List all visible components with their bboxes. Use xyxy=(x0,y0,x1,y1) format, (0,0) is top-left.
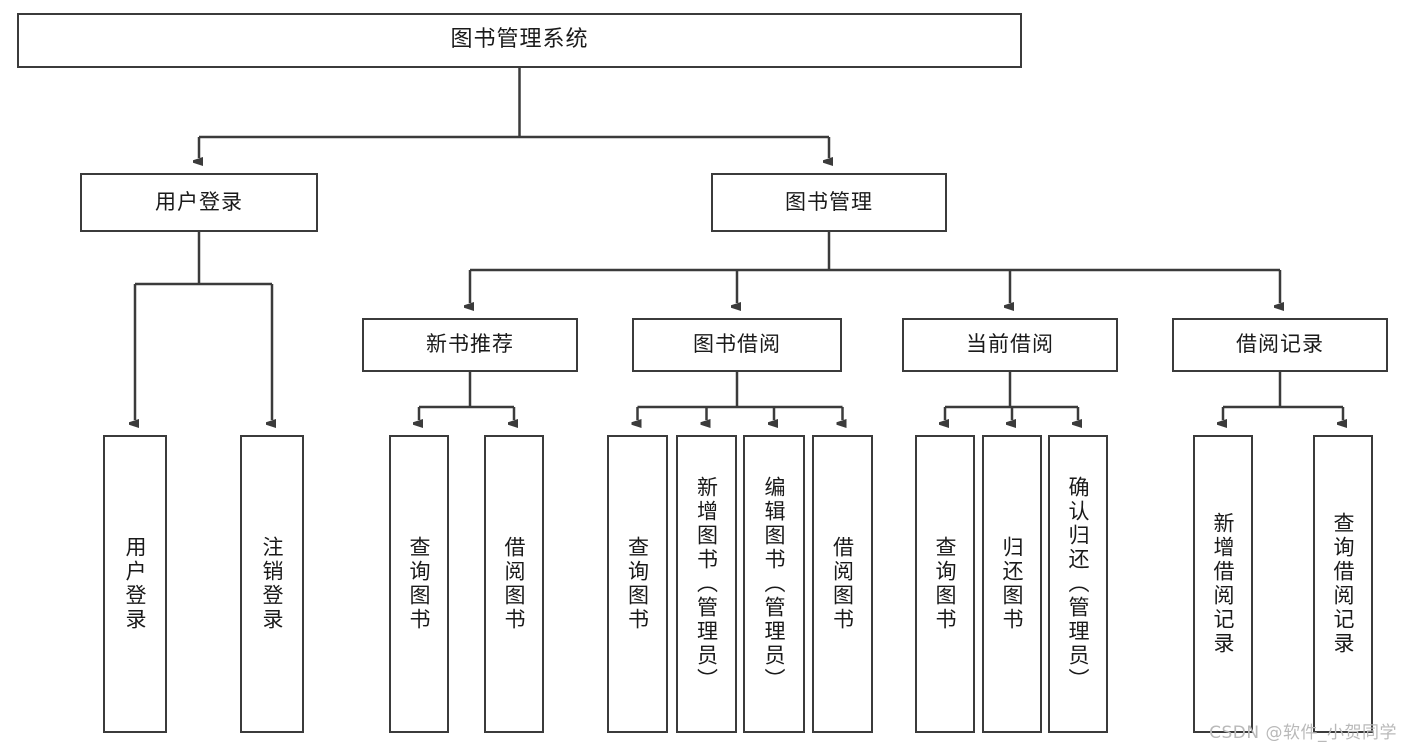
node-label: 用户登录 xyxy=(155,189,243,214)
node-leaf-confirm[interactable]: 确认归还（管理员） xyxy=(1048,435,1108,733)
node-leaf-q-rec[interactable]: 查询借阅记录 xyxy=(1313,435,1373,733)
node-label: 借阅记录 xyxy=(1236,332,1324,357)
node-label: 注销登录 xyxy=(260,536,285,632)
node-leaf-q-book-3[interactable]: 查询图书 xyxy=(915,435,975,733)
node-borrow-record[interactable]: 借阅记录 xyxy=(1172,318,1388,372)
node-label: 新增借阅记录 xyxy=(1211,512,1236,656)
node-label: 编辑图书（管理员） xyxy=(762,476,787,692)
node-current-borrow[interactable]: 当前借阅 xyxy=(902,318,1118,372)
node-leaf-add-rec[interactable]: 新增借阅记录 xyxy=(1193,435,1253,733)
node-leaf-add-book[interactable]: 新增图书（管理员） xyxy=(676,435,737,733)
watermark-text: CSDN @软件_小贺同学 xyxy=(1209,723,1397,743)
node-book-mgmt[interactable]: 图书管理 xyxy=(711,173,947,232)
node-label: 查询图书 xyxy=(407,536,432,632)
node-label: 查询借阅记录 xyxy=(1331,512,1356,656)
node-label: 借阅图书 xyxy=(502,536,527,632)
node-leaf-q-book-1[interactable]: 查询图书 xyxy=(389,435,449,733)
node-label: 图书管理系统 xyxy=(450,27,589,53)
node-label: 确认归还（管理员） xyxy=(1066,476,1091,692)
node-leaf-return[interactable]: 归还图书 xyxy=(982,435,1042,733)
node-leaf-q-book-2[interactable]: 查询图书 xyxy=(607,435,668,733)
node-label: 用户登录 xyxy=(123,536,148,632)
node-label: 查询图书 xyxy=(625,536,650,632)
node-leaf-user-login[interactable]: 用户登录 xyxy=(103,435,167,733)
node-leaf-edit-book[interactable]: 编辑图书（管理员） xyxy=(743,435,805,733)
node-leaf-logout[interactable]: 注销登录 xyxy=(240,435,304,733)
node-label: 新增图书（管理员） xyxy=(694,476,719,692)
node-book-borrow[interactable]: 图书借阅 xyxy=(632,318,842,372)
node-label: 新书推荐 xyxy=(426,332,514,357)
node-label: 借阅图书 xyxy=(830,536,855,632)
node-label: 当前借阅 xyxy=(966,332,1054,357)
node-label: 查询图书 xyxy=(933,536,958,632)
node-leaf-borrow-2[interactable]: 借阅图书 xyxy=(812,435,873,733)
node-new-book-rec[interactable]: 新书推荐 xyxy=(362,318,578,372)
node-label: 图书借阅 xyxy=(693,332,781,357)
node-label: 图书管理 xyxy=(785,189,873,214)
node-label: 归还图书 xyxy=(1000,536,1025,632)
node-leaf-borrow-1[interactable]: 借阅图书 xyxy=(484,435,544,733)
node-root[interactable]: 图书管理系统 xyxy=(17,13,1022,68)
node-user-login[interactable]: 用户登录 xyxy=(80,173,318,232)
